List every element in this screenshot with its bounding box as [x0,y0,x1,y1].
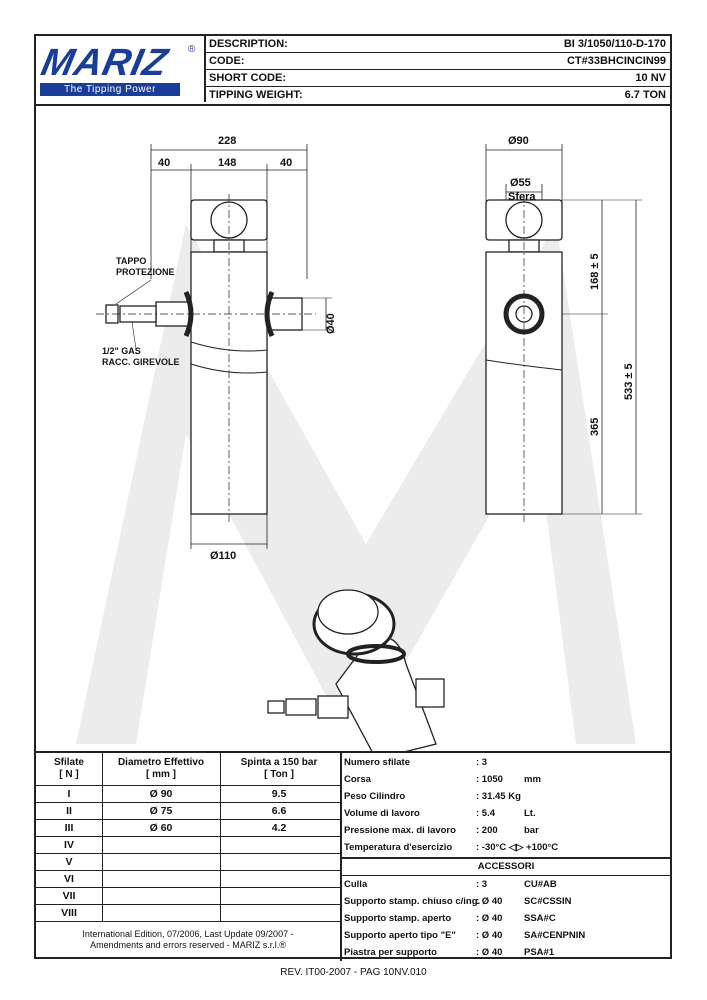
header: MARIZ ® The Tipping Power DESCRIPTION: B… [36,36,670,106]
header-label: TIPPING WEIGHT: [209,89,303,101]
table-row-d: Ø 60 [149,822,173,834]
dim-sfera: Sfera [508,191,536,203]
table-row-n: VIII [61,907,77,919]
technical-drawing: 228 40 148 40 Ø90 Ø55 Sfera Ø40 Ø110 168… [36,104,670,760]
dim-40-left: 40 [158,157,170,169]
table-row-d: Ø 75 [149,805,173,817]
logo-tagline: The Tipping Power [40,83,180,96]
header-value: 10 NV [635,72,666,84]
front-view [96,144,332,549]
logo-wordmark: MARIZ [37,42,172,84]
dim-diameter-55: Ø55 [510,177,531,189]
note-tappo-line2: PROTEZIONE [116,267,175,277]
spec-row: Numero sfilate: 3 [344,757,488,768]
dim-168: 168 ± 5 [589,253,601,290]
header-value: CT#33BHCINCIN99 [566,55,666,67]
header-row-tipping-weight: TIPPING WEIGHT: 6.7 TON [206,87,670,103]
table-row-n: III [64,822,74,834]
datasheet: MARIZ ® The Tipping Power DESCRIPTION: B… [34,34,672,961]
header-row-description: DESCRIPTION: BI 3/1050/110-D-170 [206,36,670,53]
dim-228: 228 [218,135,236,147]
header-label: DESCRIPTION: [209,38,288,50]
dim-365: 365 [589,418,601,436]
col-header-spinta: Spinta a 150 bar[ Ton ] [240,757,318,780]
dim-diameter-40: Ø40 [325,313,337,334]
isometric-view [267,589,445,760]
dim-533: 533 ± 5 [623,363,635,400]
header-label: CODE: [209,55,245,67]
table-row-s: 6.6 [271,805,287,817]
stages-table: Sfilate[ N ] Diametro Effettivo[ mm ] Sp… [36,753,342,961]
table-row-s: 4.2 [271,822,287,834]
header-row-short-code: SHORT CODE: 10 NV [206,70,670,87]
dim-40-right: 40 [280,157,292,169]
table-row-n: I [67,788,71,800]
table-row-n: II [66,805,72,817]
specs-section: Sfilate[ N ] Diametro Effettivo[ mm ] Sp… [36,751,670,961]
logo: MARIZ ® The Tipping Power [36,36,206,102]
revision-footer: REV. IT00-2007 - PAG 10NV.010 [280,967,427,978]
dim-148: 148 [218,157,236,169]
note-gas-line2: RACC. GIREVOLE [102,357,180,367]
header-value: 6.7 TON [624,89,666,101]
spec-row: Temperatura d'esercizio: -30°C ◁▷ +100°C [344,842,559,853]
dim-diameter-90: Ø90 [508,135,529,147]
col-header-sfilate: Sfilate[ N ] [53,757,84,780]
side-view [485,144,642,524]
table-row-n: VI [64,873,74,885]
table-row-n: IV [64,839,74,851]
header-value: BI 3/1050/110-D-170 [563,38,666,50]
edition-note: International Edition, 07/2006, Last Upd… [82,929,294,950]
note-gas-line1: 1/2" GAS [102,346,141,356]
spec-row: Peso Cilindro: 31.45 Kg [344,791,521,802]
table-row-d: Ø 90 [149,788,173,800]
table-row-s: 9.5 [271,788,287,800]
note-tappo-line1: TAPPO [116,256,146,266]
logo-registered-mark: ® [188,44,196,55]
table-row-n: V [65,856,73,868]
dim-diameter-110: Ø110 [210,550,236,562]
accessori-title: ACCESSORI [477,861,535,872]
header-label: SHORT CODE: [209,72,286,84]
table-row-n: VII [62,890,76,902]
header-row-code: CODE: CT#33BHCINCIN99 [206,53,670,70]
drawing-svg: 228 40 148 40 Ø90 Ø55 Sfera Ø40 Ø110 168… [76,135,642,760]
col-header-diametro: Diametro Effettivo[ mm ] [117,757,205,780]
